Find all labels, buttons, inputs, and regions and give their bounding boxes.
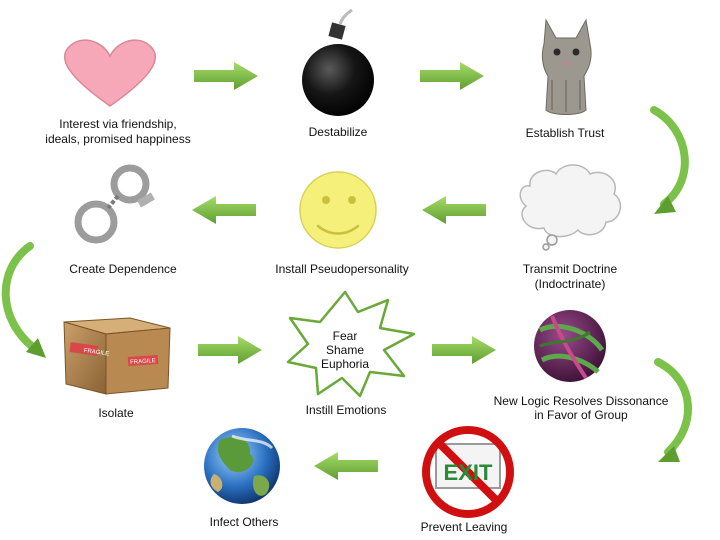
curved-arrow-right-1 (650, 106, 689, 214)
curved-arrow-left-1 (1, 242, 46, 358)
arrow-right-4 (432, 336, 496, 364)
starburst-icon (286, 290, 416, 398)
label-infect-others: Infect Others (209, 515, 279, 529)
arrow-right-3 (198, 336, 262, 364)
label-establish-trust: Establish Trust (525, 126, 605, 140)
arrow-left-1 (422, 196, 486, 224)
svg-text:FRAGILE: FRAGILE (130, 358, 156, 366)
label-create-dependence: Create Dependence (69, 262, 177, 276)
smiley-face-icon (299, 171, 377, 249)
rubber-band-ball-icon (534, 310, 606, 382)
bomb-icon (302, 8, 374, 116)
curved-arrow-right-2 (654, 358, 692, 462)
label-install-pseudopersonality: Install Pseudopersonality (275, 262, 409, 276)
kitten-icon (541, 18, 592, 115)
arrow-left-2 (192, 196, 256, 224)
label-friendship: Interest via friendship, ideals, promise… (45, 117, 191, 146)
heart-icon (63, 39, 157, 107)
thought-cloud-icon (519, 164, 622, 251)
arrow-left-3 (314, 452, 378, 480)
handcuffs-icon (74, 164, 155, 244)
label-isolate: Isolate (98, 406, 134, 420)
arrow-right-2 (420, 62, 484, 90)
label-burst-emotions: Fear Shame Euphoria (320, 329, 370, 371)
fragile-box-icon: FRAGILE FRAGILE (63, 317, 171, 395)
globe-icon (204, 428, 280, 504)
label-instill-emotions: Instill Emotions (305, 403, 387, 417)
label-new-logic: New Logic Resolves Dissonance in Favor o… (493, 394, 669, 422)
arrow-right-1 (194, 62, 258, 90)
label-transmit-doctrine: Transmit Doctrine (Indoctrinate) (522, 262, 618, 291)
label-destabilize: Destabilize (308, 125, 368, 139)
no-exit-icon: EXIT (422, 426, 514, 518)
label-prevent-leaving: Prevent Leaving (420, 520, 508, 534)
svg-text:FRAGILE: FRAGILE (83, 348, 109, 358)
exit-sign-text: EXIT (444, 460, 493, 485)
